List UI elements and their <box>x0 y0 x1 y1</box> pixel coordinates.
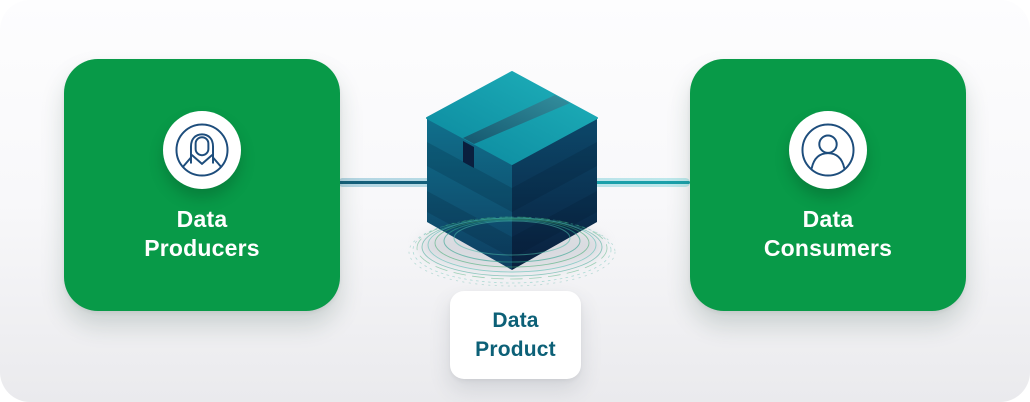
data-product-label-card: Data Product <box>450 291 581 379</box>
box-right-face <box>512 118 597 270</box>
product-label: Data Product <box>475 308 556 361</box>
avatar-circle <box>163 111 241 189</box>
ground-shadow <box>420 221 604 271</box>
connector-core <box>338 181 690 184</box>
box-top-face <box>426 71 598 165</box>
node-data-consumers: Data Consumers <box>690 59 966 311</box>
tape-end <box>463 141 474 168</box>
user-icon <box>801 123 855 177</box>
orbit-rings <box>408 216 616 287</box>
node-label: Data Consumers <box>763 206 893 262</box>
box-slab-band <box>427 191 597 258</box>
box-slab-band <box>427 142 597 212</box>
box-faces <box>426 71 598 270</box>
node-label: Data Producers <box>144 206 260 262</box>
avatar-circle <box>789 111 867 189</box>
female-user-icon <box>175 123 229 177</box>
tape-strip <box>463 95 570 144</box>
box-left-face <box>427 118 512 270</box>
connector-line <box>338 178 690 187</box>
node-data-producers: Data Producers <box>64 59 340 311</box>
